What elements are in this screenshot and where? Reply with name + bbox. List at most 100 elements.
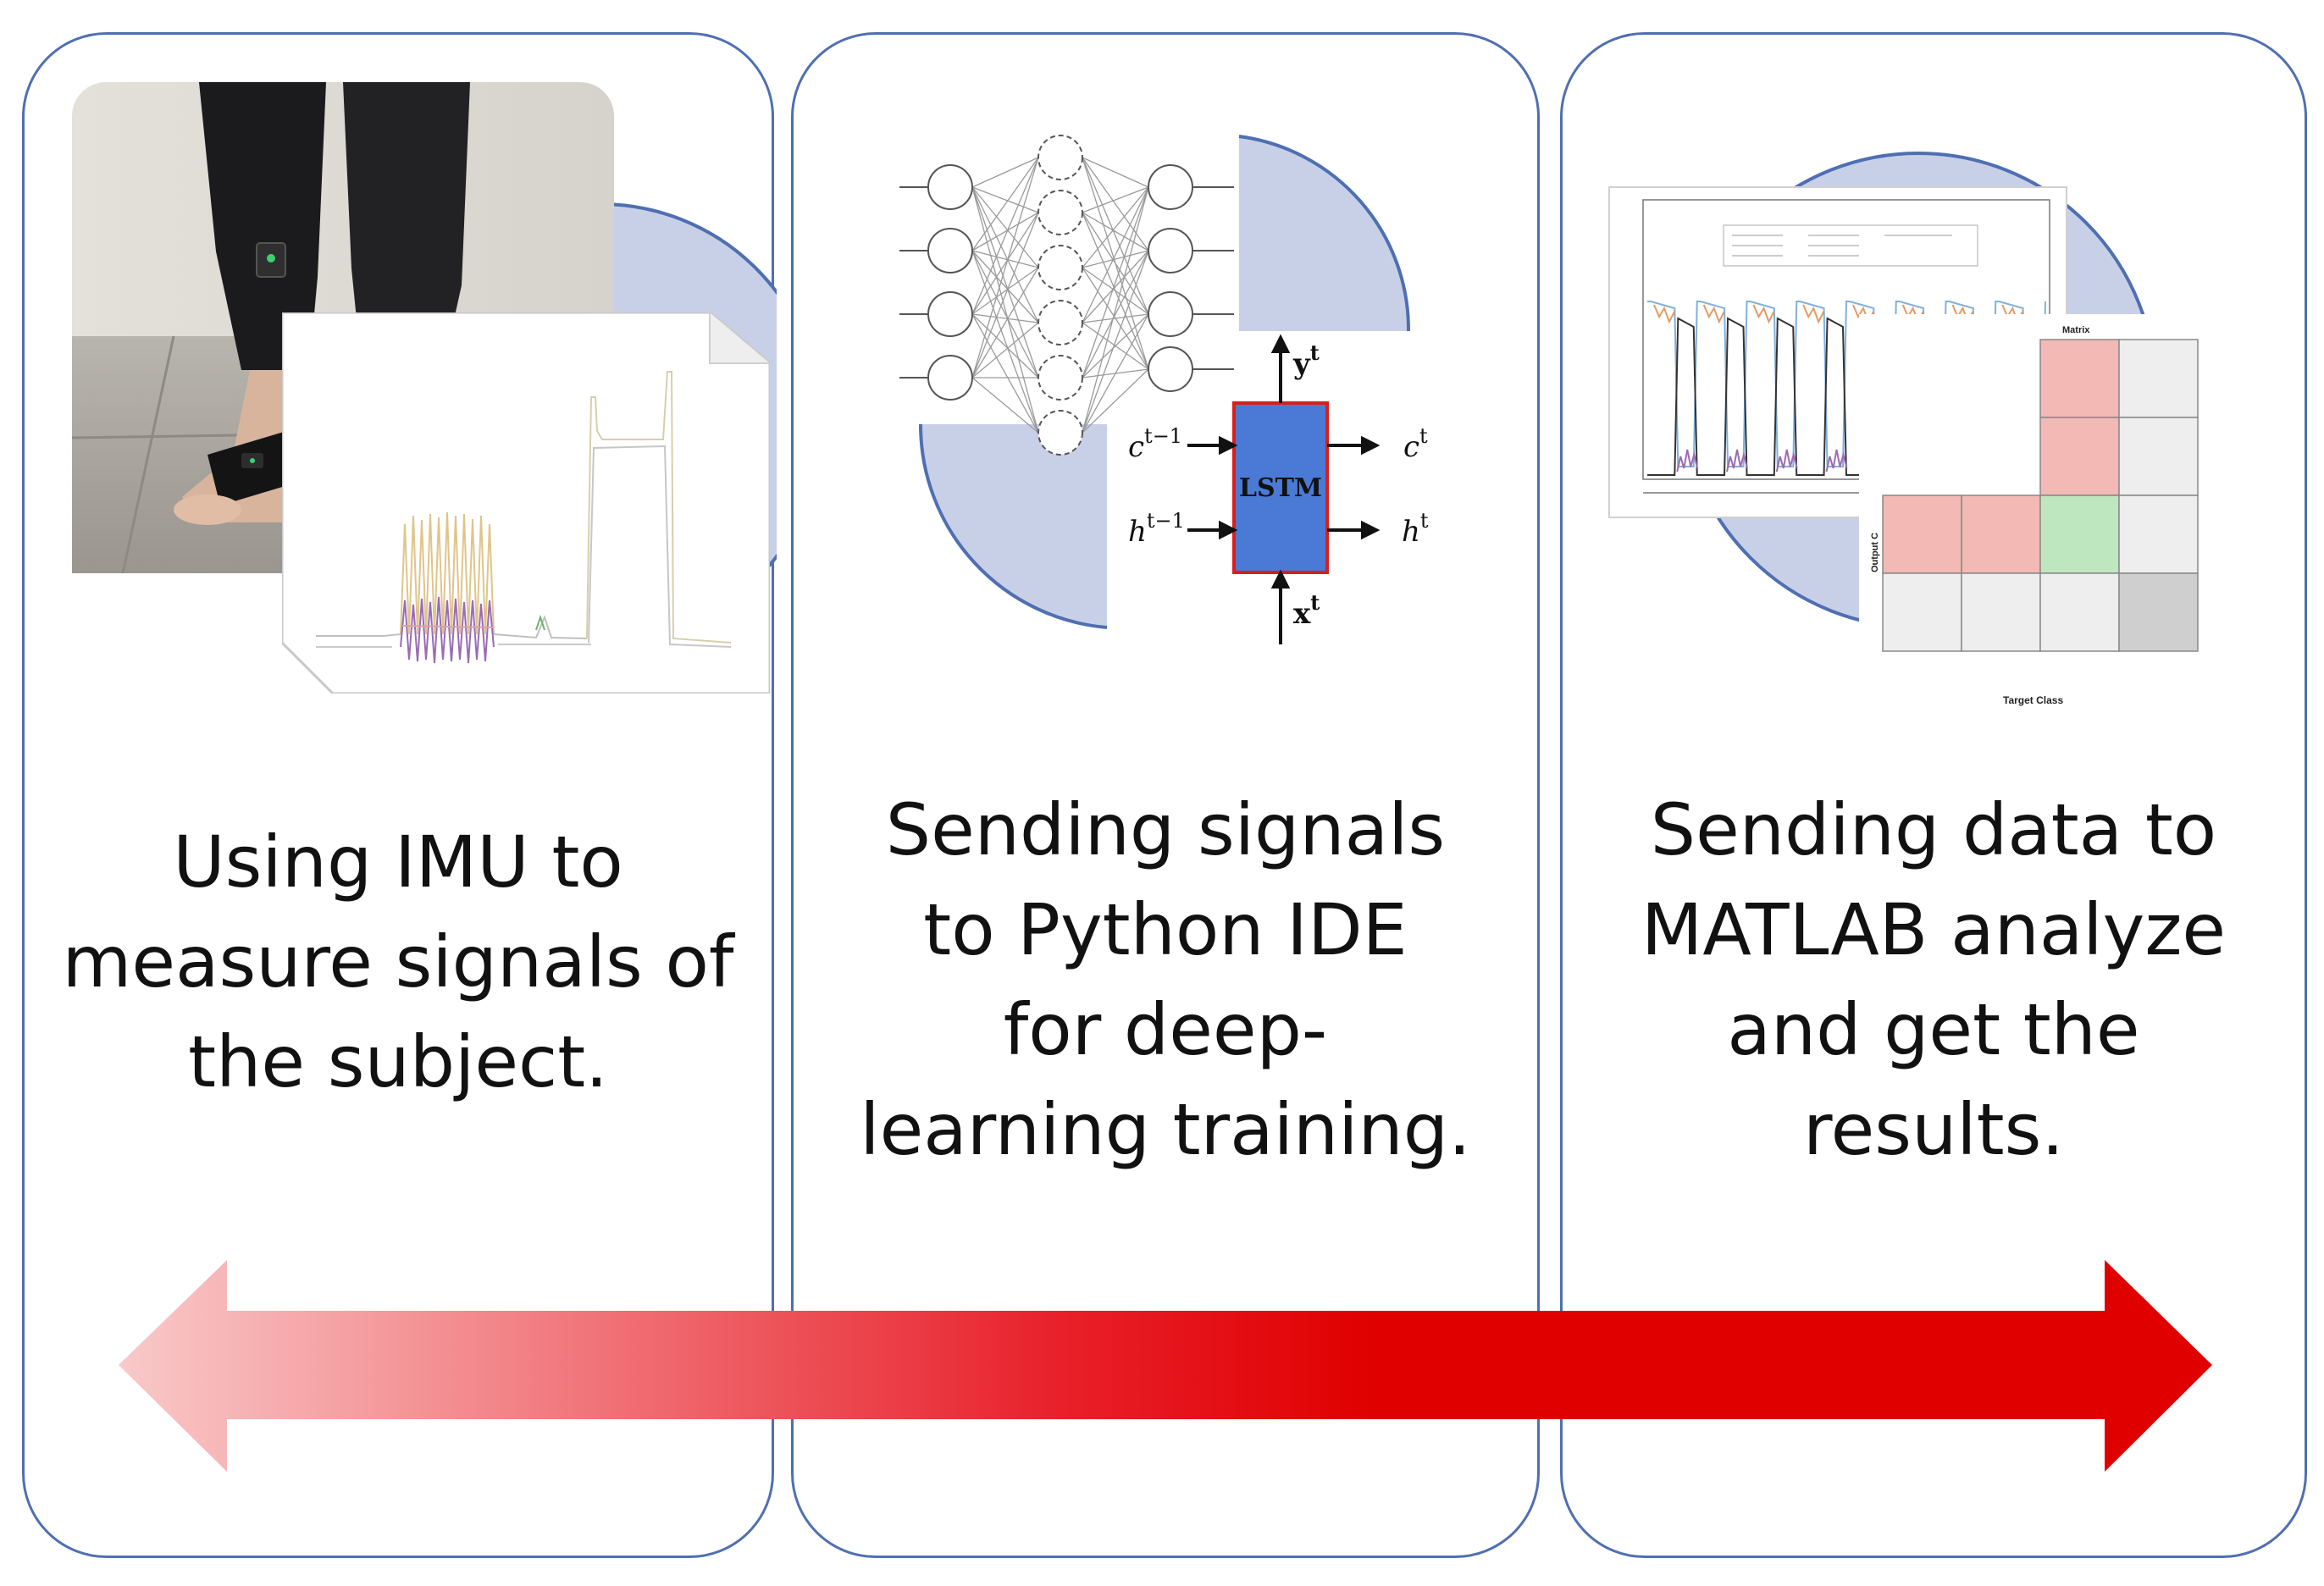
nn-edge (1082, 186, 1149, 379)
nn-edge (1082, 250, 1149, 434)
quarter-disc-bottom-left (920, 424, 1107, 627)
lstm-input-x: xt (1293, 590, 1320, 631)
cm-cell (2118, 495, 2199, 574)
caption-line: the subject. (188, 1020, 608, 1103)
nn-edge (971, 250, 1039, 323)
nn-edge (971, 267, 1039, 315)
nn-edge (1082, 186, 1149, 434)
cm-cell (2118, 572, 2199, 652)
caption-line: results. (1802, 1088, 2065, 1171)
nn-edge (1082, 250, 1149, 379)
nn-edge (1082, 313, 1149, 434)
ts-trace-orange (1653, 304, 1675, 324)
nn-node (927, 228, 973, 274)
neural-network (899, 135, 1234, 456)
caption-line: Using IMU to (173, 821, 623, 904)
cm-cell (2039, 495, 2120, 574)
nn-edge (1082, 368, 1149, 434)
nn-edge (971, 186, 1039, 213)
lstm-input-c: ct−1 (1128, 424, 1182, 464)
nn-node (1038, 355, 1083, 401)
nn-edge (971, 157, 1039, 188)
caption-line: and get the (1727, 988, 2140, 1071)
cm-cell (2039, 417, 2120, 496)
nn-edge (971, 313, 1039, 379)
cm-cell (1882, 572, 1962, 652)
caption-line: to Python IDE (923, 888, 1408, 971)
ts-trace-orange (1752, 304, 1775, 324)
confusion-matrix: Matrix Output C Target Class (1859, 314, 2240, 706)
nn-edge (1082, 313, 1149, 323)
nn-edge (971, 212, 1039, 251)
lstm-output-h: ht (1402, 509, 1429, 549)
nn-edge (971, 313, 1039, 323)
lstm-cell: LSTM ct−1 ht−1 ct ht yt xt (1128, 334, 1429, 644)
nn-edge (971, 250, 1039, 268)
cm-cell (2118, 417, 2199, 496)
nn-node (1038, 300, 1083, 345)
matlab-results-illustration: Matrix Output C Target Class (1608, 152, 2240, 706)
panel-python: LSTM ct−1 ht−1 ct ht yt xt Sending signa… (791, 32, 1540, 1558)
lstm-input-h: ht−1 (1128, 509, 1185, 549)
caption-line: Sending data to (1650, 788, 2217, 871)
ts-trace-purple (1775, 449, 1798, 472)
imu-signal-plot (282, 312, 770, 694)
nn-edge (1082, 250, 1149, 323)
ts-trace-purple (1676, 449, 1699, 472)
nn-node (1148, 164, 1193, 210)
nn-edge (971, 267, 1039, 379)
cm-title-fragment: Matrix (2062, 325, 2090, 335)
caption-line: Sending signals (885, 788, 1446, 871)
nn-edge (971, 377, 1039, 434)
cm-ylabel-fragment: Output C (1870, 533, 1880, 572)
nn-edge (971, 157, 1039, 251)
nn-node (927, 355, 973, 401)
double-arrow-shape (119, 1260, 2212, 1472)
nn-edge (971, 186, 1039, 434)
caption-line: MATLAB analyze (1641, 888, 2227, 971)
cm-xlabel: Target Class (2003, 694, 2063, 706)
nn-node (1038, 190, 1083, 235)
cm-cell (2039, 339, 2120, 418)
deep-learning-illustration: LSTM ct−1 ht−1 ct ht yt xt (899, 135, 1429, 644)
nn-node (1038, 245, 1083, 290)
quarter-disc-top-right (1239, 136, 1409, 331)
nn-edge (971, 313, 1039, 434)
lstm-output-y: yt (1292, 340, 1320, 381)
ts-trace-purple (1825, 449, 1848, 472)
panel-imu: Using IMU to measure signals of the subj… (22, 32, 777, 1558)
nn-edge (971, 186, 1039, 268)
caption-line: measure signals of (62, 920, 734, 1003)
nn-edge (971, 157, 1039, 379)
nn-edge (1082, 157, 1149, 315)
nn-edge (971, 186, 1039, 323)
cm-cell (1882, 495, 1962, 574)
lstm-output-c: ct (1403, 424, 1428, 464)
nn-edge (1082, 212, 1149, 315)
panel-matlab: Matrix Output C Target Class Sending dat… (1560, 32, 2307, 1558)
nn-edge (971, 322, 1039, 379)
nn-node (927, 291, 973, 337)
nn-edge (971, 250, 1039, 434)
nn-edge (1082, 212, 1149, 251)
nn-edge (1082, 186, 1149, 268)
nn-edge (971, 212, 1039, 379)
nn-edge (1082, 157, 1149, 188)
nn-edge (971, 186, 1039, 379)
caption-imu: Using IMU to measure signals of the subj… (25, 812, 772, 1112)
caption-line: for deep- (1003, 988, 1328, 1071)
caption-matlab: Sending data to MATLAB analyze and get t… (1563, 780, 2305, 1180)
lstm-label: LSTM (1239, 473, 1322, 503)
ts-trace-orange (1802, 304, 1825, 324)
nn-node (1148, 291, 1193, 337)
ts-trace-orange (1702, 304, 1725, 324)
caption-line: learning training. (860, 1088, 1471, 1171)
cm-cell (2118, 339, 2199, 418)
nn-edge (971, 212, 1039, 315)
nn-edge (1082, 267, 1149, 315)
nn-edge (971, 157, 1039, 315)
nn-edge (1082, 157, 1149, 251)
nn-node (927, 164, 973, 210)
nn-edge (1082, 313, 1149, 379)
nn-edge (1082, 186, 1149, 323)
